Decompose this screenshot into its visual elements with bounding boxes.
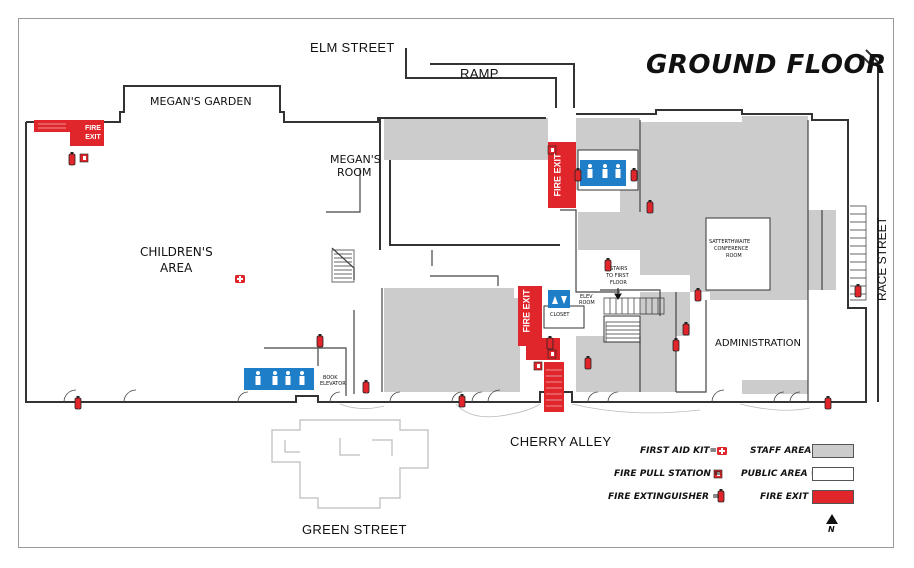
room-label-stairs-line1: STAIRS xyxy=(610,266,628,272)
fire-exit-label-west: FIRE EXIT xyxy=(82,124,104,142)
door-swings xyxy=(63,389,811,418)
fire-exit-label-north: FIRE EXIT xyxy=(552,153,563,197)
stairs-arrow-icon xyxy=(614,288,622,300)
legend-first-aid-label: FIRST AID KIT= xyxy=(640,446,718,456)
north-label: N xyxy=(828,525,835,534)
room-label-satterthwaite-line2: CONFERENCE xyxy=(714,246,749,252)
room-label-satterthwaite-line3: ROOM xyxy=(726,253,742,259)
street-label-ramp: RAMP xyxy=(460,66,499,81)
map-frame xyxy=(18,18,894,548)
north-arrow-icon xyxy=(826,514,838,524)
legend-fire-pull-label: FIRE PULL STATION = xyxy=(614,469,722,479)
room-label-closet: CLOSET xyxy=(550,312,570,318)
room-label-childrens-area-line1: CHILDREN'S xyxy=(140,245,213,259)
legend-staff-area-swatch xyxy=(812,444,854,458)
legend-fire-exit-swatch xyxy=(812,490,854,504)
stairs xyxy=(331,205,867,343)
street-label-elm: ELM STREET xyxy=(310,40,395,55)
map-title: GROUND FLOOR xyxy=(646,50,887,80)
room-label-stairs-line2: TO FIRST xyxy=(606,273,629,279)
legend-public-area-swatch xyxy=(812,467,854,481)
room-label-elev-room-line2: ROOM xyxy=(579,300,595,306)
street-label-race: RACE STREET xyxy=(875,216,890,302)
green-street-outline xyxy=(271,419,429,509)
room-label-satterthwaite-line1: SATTERTHWAITE xyxy=(709,239,751,245)
exit-stair-lines xyxy=(38,123,562,407)
fire-exit-label-west-line2: EXIT xyxy=(85,134,101,141)
fire-exits xyxy=(34,120,576,412)
legend-staff-area-label: STAFF AREA = xyxy=(750,446,822,456)
legend-extinguisher-label: FIRE EXTINGUISHER = xyxy=(608,492,720,502)
street-label-cherry: CHERRY ALLEY xyxy=(510,434,612,449)
elevator-icon xyxy=(548,290,570,308)
room-label-stairs-line3: FLOOR xyxy=(610,280,627,286)
room-label-megans-room-line2: ROOM xyxy=(337,166,372,179)
room-label-book-elevator-line2: ELEVATOR xyxy=(320,381,346,387)
fire-exit-label-west-line1: FIRE xyxy=(85,125,101,132)
exterior-walls xyxy=(25,48,879,403)
legend-fire-exit-label: FIRE EXIT = xyxy=(760,492,819,502)
first-aid-markers xyxy=(235,275,245,283)
room-label-childrens-area-line2: AREA xyxy=(160,261,193,275)
legend-public-area-label: PUBLIC AREA = xyxy=(741,469,819,479)
fire-exit-label-south: FIRE EXIT xyxy=(521,289,532,333)
room-label-administration: ADMINISTRATION xyxy=(715,338,802,349)
restroom-icons xyxy=(255,164,621,385)
room-label-megans-garden: MEGAN'S GARDEN xyxy=(150,95,252,108)
street-label-green: GREEN STREET xyxy=(302,522,407,537)
room-label-megans-room-line1: MEGAN'S xyxy=(330,153,381,166)
room-label-elev-room-line1: ELEV xyxy=(580,294,593,300)
room-label-book-elevator-line1: BOOK xyxy=(323,375,338,381)
